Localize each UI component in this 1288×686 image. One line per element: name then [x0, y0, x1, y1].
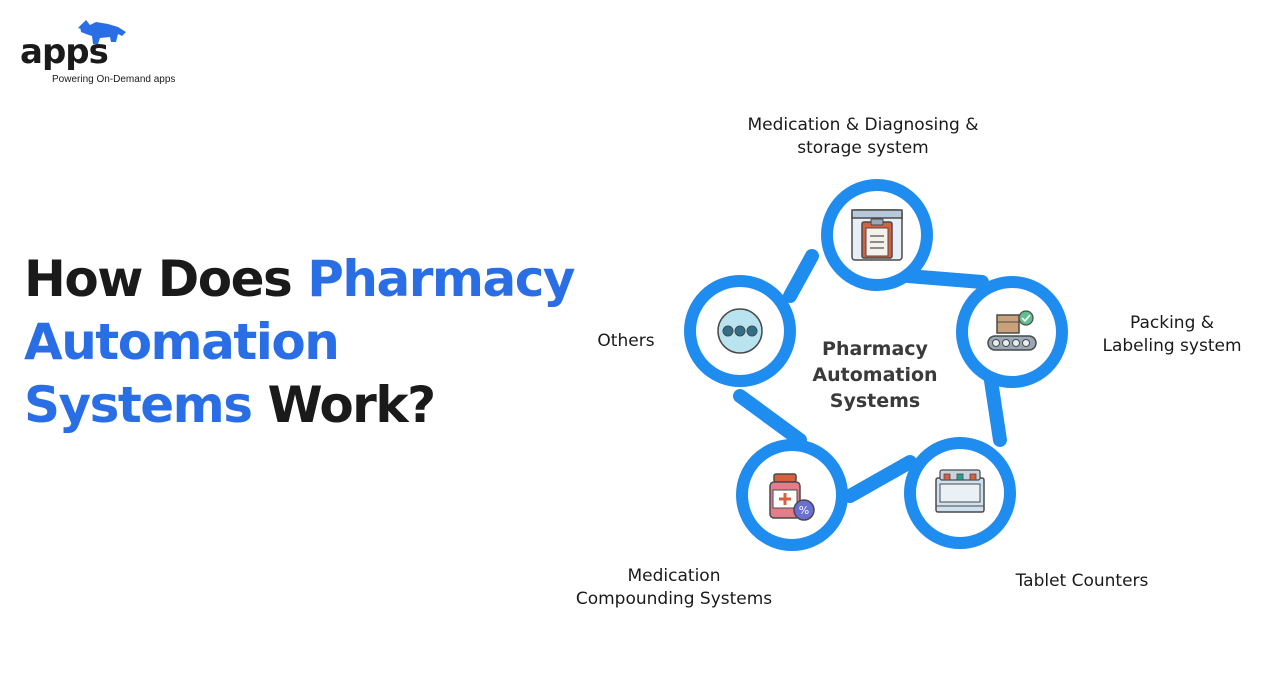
title-line-2-blue: Automation	[24, 313, 340, 371]
node-label-others: Others	[586, 330, 666, 353]
rhino-icon	[78, 20, 126, 44]
connector-bottom	[843, 455, 917, 503]
node-label-diagnosing: Medication & Diagnosing & storage system	[718, 114, 1008, 160]
title-line-1-dark: How Does	[24, 250, 308, 308]
conveyor-box-icon	[987, 310, 1037, 351]
node-label-compounding-line-1: Medication	[627, 566, 721, 586]
tablet-counter-icon	[935, 469, 985, 513]
brand-wordmark: apps	[20, 32, 109, 72]
diagram-center-label: Pharmacy Automation Systems	[790, 336, 960, 414]
title-line-3-dark: Work?	[251, 376, 436, 434]
center-line-1: Pharmacy	[822, 338, 928, 360]
node-label-diagnosing-line-1: Medication & Diagnosing &	[747, 115, 979, 135]
connector-top-right	[901, 269, 989, 289]
node-label-packing: Packing & Labeling system	[1090, 312, 1254, 358]
node-label-tablet-line-1: Tablet Counters	[1015, 571, 1149, 591]
title-line-1-blue: Pharmacy	[307, 250, 575, 308]
node-label-diagnosing-line-2: storage system	[797, 138, 929, 158]
clipboard-icon	[851, 209, 903, 261]
connector-left-top	[783, 249, 819, 303]
connector-left-bottom	[733, 389, 807, 447]
brand-logo[interactable]: apps Powering On-Demand apps	[20, 18, 190, 88]
node-label-tablet: Tablet Counters	[1000, 570, 1164, 593]
node-label-compounding: Medication Compounding Systems	[560, 565, 788, 611]
node-label-packing-line-2: Labeling system	[1102, 336, 1242, 356]
node-label-packing-line-1: Packing &	[1129, 313, 1215, 333]
connector-right-bottom	[983, 367, 1007, 447]
more-dots-icon	[717, 308, 763, 354]
medicine-bottle-icon: %	[769, 473, 815, 521]
page-title: How Does Pharmacy Automation Systems Wor…	[24, 248, 584, 437]
svg-text:%: %	[799, 504, 809, 517]
center-line-2: Automation	[812, 364, 938, 386]
center-line-3: Systems	[829, 390, 921, 412]
brand-tagline: Powering On-Demand apps	[52, 74, 176, 85]
node-label-others-line-1: Others	[597, 331, 655, 351]
title-line-3-blue: Systems	[24, 376, 253, 434]
node-label-compounding-line-2: Compounding Systems	[575, 589, 773, 609]
